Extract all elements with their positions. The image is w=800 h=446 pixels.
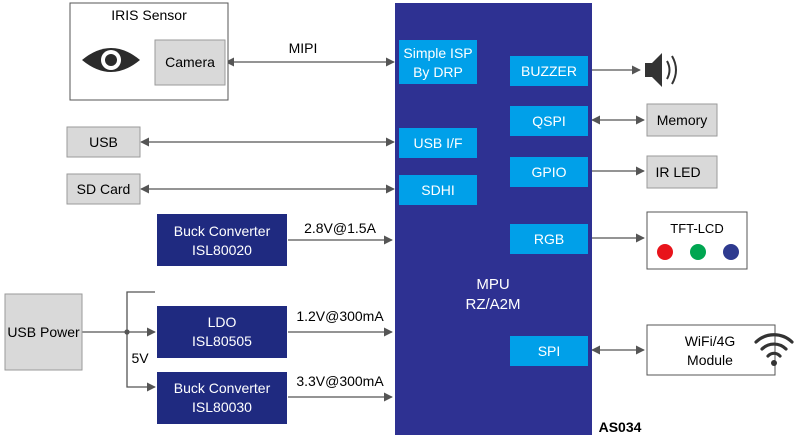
wifi-module-box <box>646 324 776 376</box>
qspi-block <box>510 106 588 136</box>
camera-label: Camera <box>165 54 215 70</box>
simple-isp-block <box>399 40 477 84</box>
iris-sensor-title: IRIS Sensor <box>111 7 187 23</box>
buck2-line2: ISL80030 <box>192 399 252 415</box>
sd-card-label: SD Card <box>77 181 131 197</box>
mpu-label-line2: RZ/A2M <box>465 296 520 313</box>
usb-if-label: USB I/F <box>413 135 462 151</box>
red-led-icon <box>657 244 673 260</box>
vbus-to-buck1-line <box>126 291 155 332</box>
mpu-label-line1: MPU <box>476 276 509 293</box>
rgb-label: RGB <box>534 231 564 247</box>
sd-card-box <box>66 173 141 205</box>
ldo-line2: ISL80505 <box>192 333 252 349</box>
buzzer-label: BUZZER <box>521 63 577 79</box>
spi-block <box>510 336 588 366</box>
blue-led-icon <box>723 244 739 260</box>
rgb-block <box>510 224 588 254</box>
wifi-line2: Module <box>687 352 733 368</box>
camera-box <box>154 39 226 86</box>
ir-led-label: IR LED <box>655 164 700 180</box>
mipi-label: MIPI <box>289 40 318 56</box>
wifi-line1: WiFi/4G <box>685 333 736 349</box>
memory-box <box>646 103 718 137</box>
buck2-line1: Buck Converter <box>174 380 271 396</box>
usb-label: USB <box>89 134 118 150</box>
buck-converter-2-box <box>157 372 287 424</box>
wifi-icon <box>754 333 794 358</box>
spi-label: SPI <box>538 343 561 359</box>
junction-dot <box>124 329 130 335</box>
sdhi-block <box>399 175 477 205</box>
diagram-code-label: AS034 <box>599 419 642 435</box>
green-led-icon <box>690 244 706 260</box>
ldo-line1: LDO <box>208 314 237 330</box>
isp-line2: By DRP <box>413 64 463 80</box>
buck1-output-label: 2.8V@1.5A <box>304 220 376 236</box>
usb-if-block <box>399 128 477 158</box>
usb-box <box>66 126 141 158</box>
buck1-line2: ISL80020 <box>192 242 252 258</box>
qspi-label: QSPI <box>532 113 565 129</box>
ldo-output-label: 1.2V@300mA <box>296 308 384 324</box>
connectors <box>82 57 645 402</box>
gpio-block <box>510 157 588 187</box>
buck1-line1: Buck Converter <box>174 223 271 239</box>
isp-line1: Simple ISP <box>403 45 472 61</box>
usb-power-box <box>4 293 83 371</box>
vbus-to-buck2-line <box>126 332 156 392</box>
eye-icon <box>82 48 140 72</box>
buck-converter-1-box <box>157 214 287 266</box>
vbus-5v-label: 5V <box>131 350 149 366</box>
gpio-label: GPIO <box>531 164 566 180</box>
ldo-box <box>157 306 287 358</box>
ir-led-box <box>646 155 718 189</box>
buzzer-block <box>510 56 588 86</box>
memory-label: Memory <box>657 112 708 128</box>
tft-lcd-label: TFT-LCD <box>670 221 723 236</box>
wifi-icon-dot <box>771 360 777 366</box>
usb-power-label: USB Power <box>7 324 80 340</box>
buck2-output-label: 3.3V@300mA <box>296 373 384 389</box>
speaker-icon <box>645 53 677 87</box>
sdhi-label: SDHI <box>421 182 454 198</box>
